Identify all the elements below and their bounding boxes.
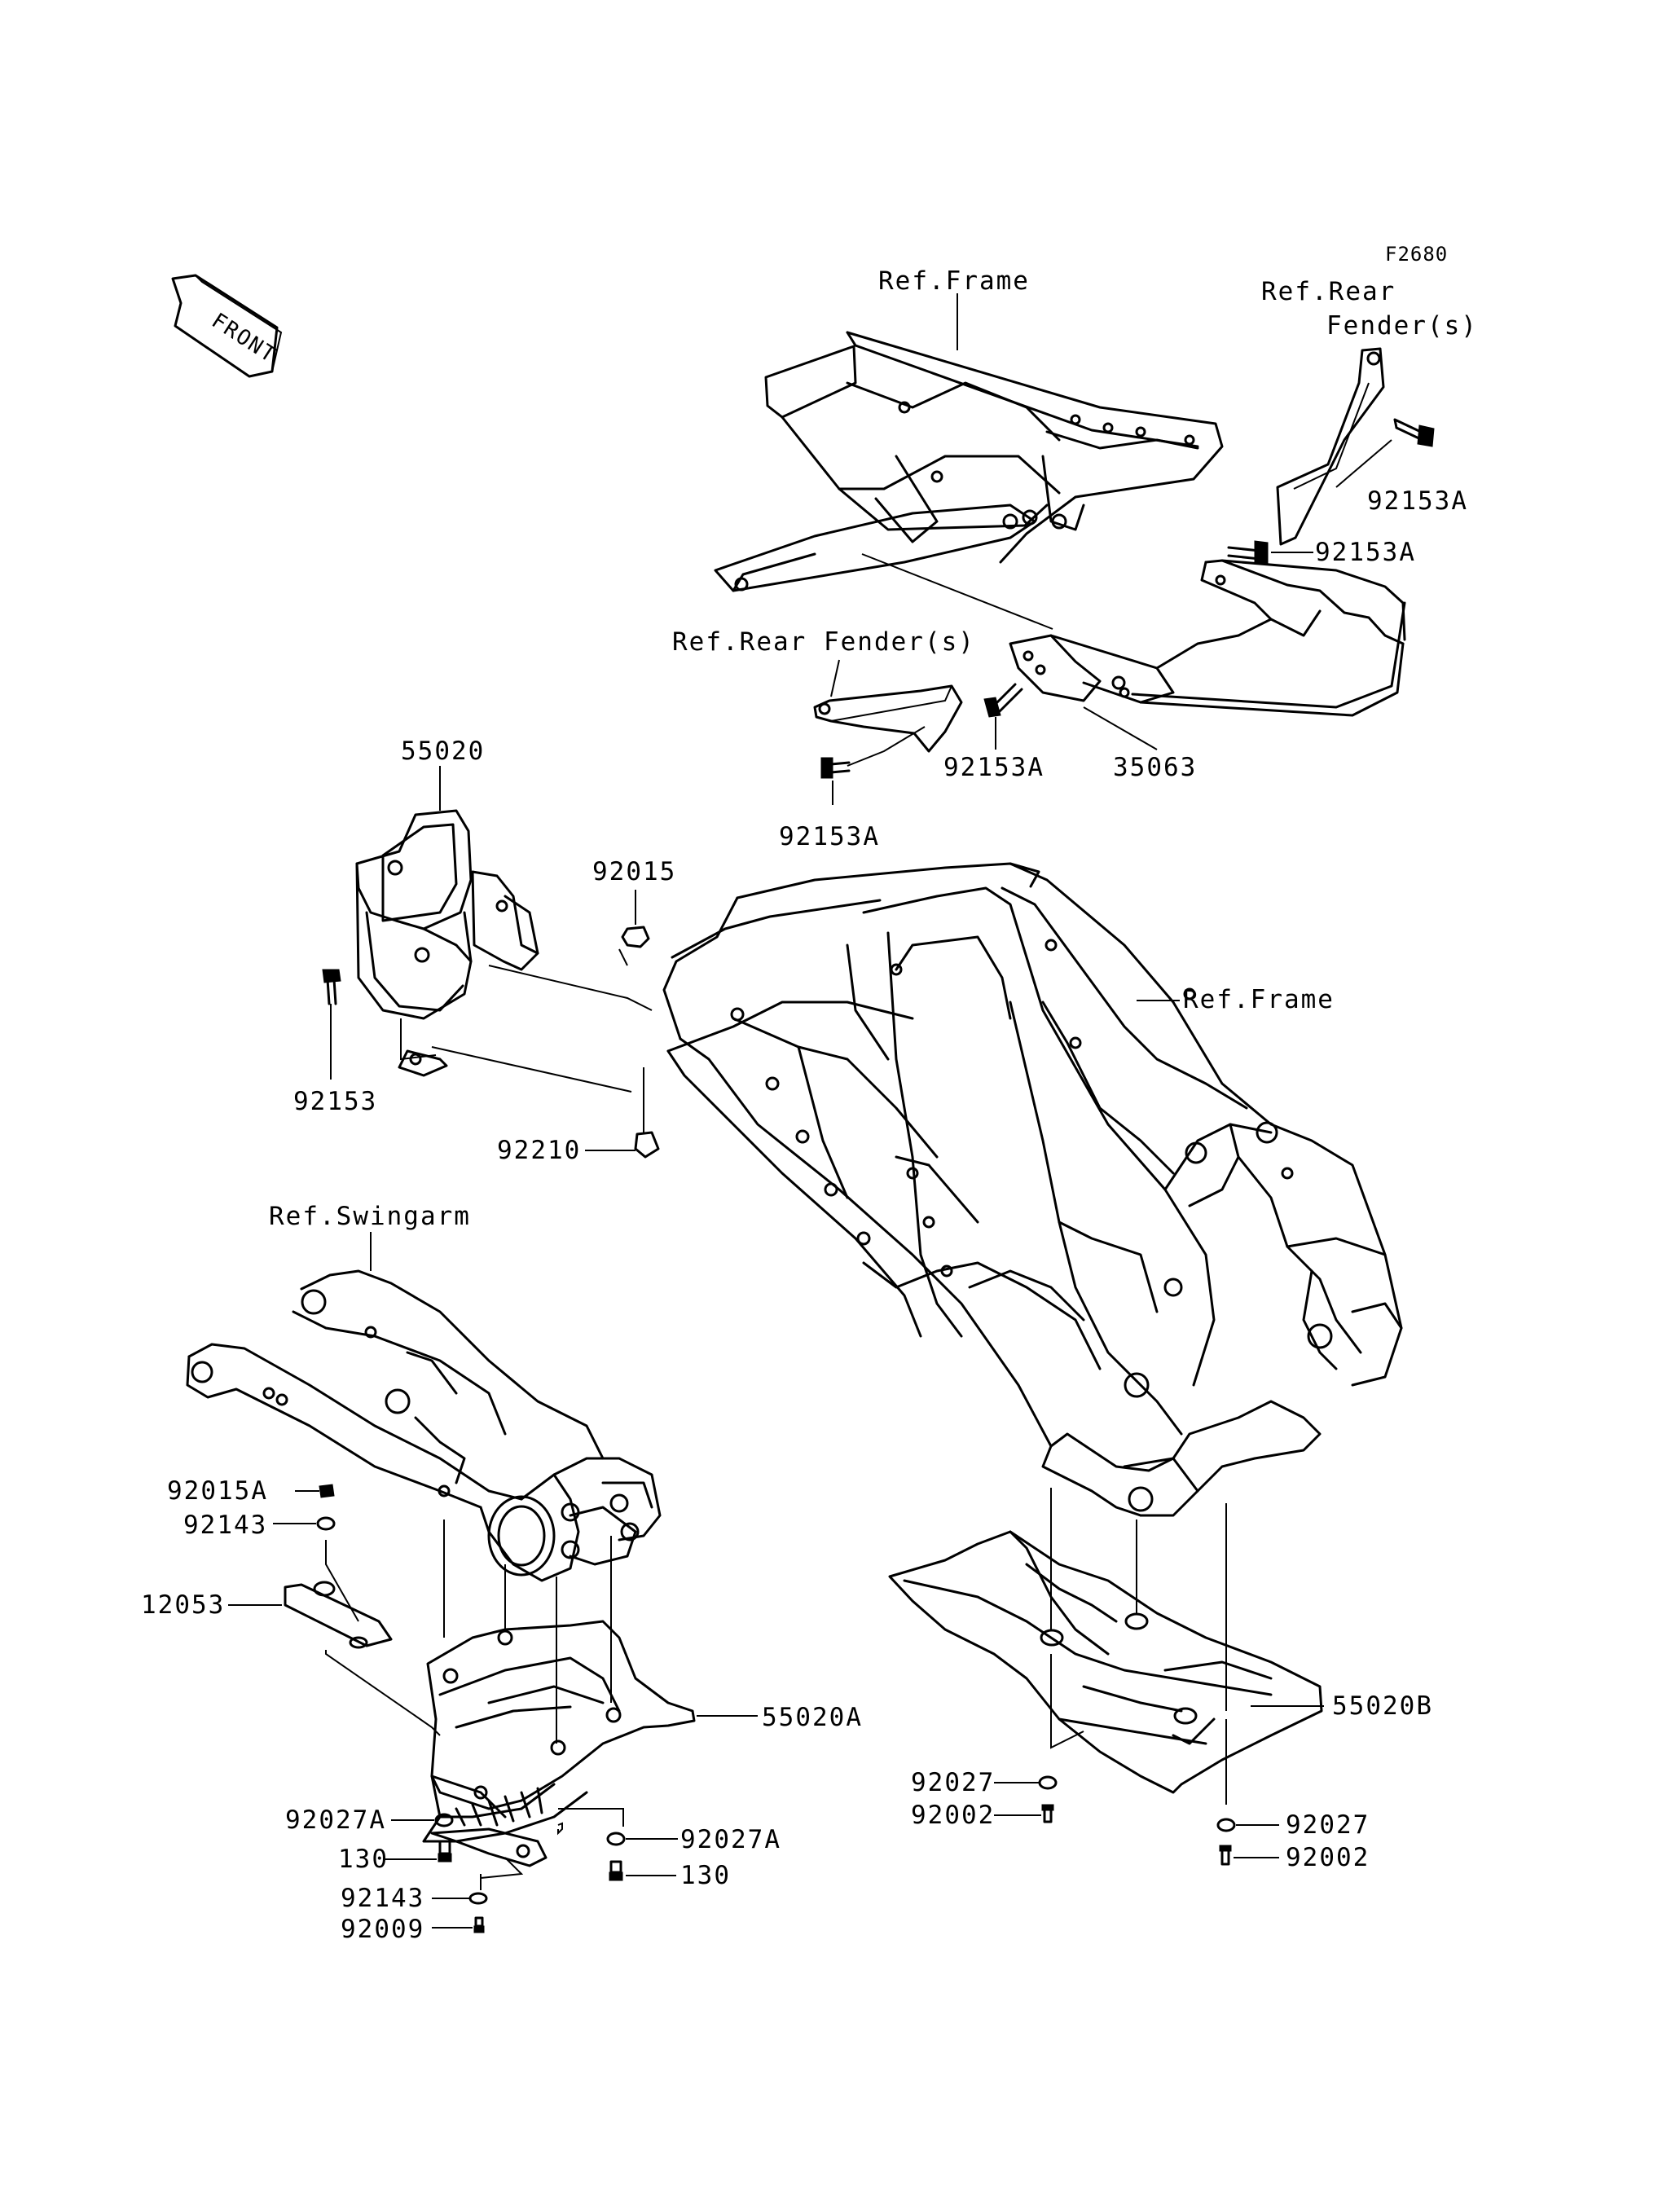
label-92002-2: 92002 [1286, 1843, 1370, 1872]
washer-92027-icon [1038, 1775, 1058, 1790]
label-92002-1: 92002 [911, 1801, 995, 1830]
leader-guard-bolt [400, 1018, 437, 1061]
label-92143-1: 92143 [183, 1511, 267, 1540]
bolt-92153A-icon [983, 683, 1023, 718]
leader-92015-b [618, 948, 628, 966]
leader-skid-5 [558, 1808, 624, 1827]
leader-guard-to-frame-1 [488, 965, 653, 1011]
bolt-92153A-icon [820, 757, 851, 779]
label-92153A-3: 92153A [943, 753, 1045, 782]
ref-frame-main-label: Ref.Frame [1183, 985, 1335, 1014]
label-55020: 55020 [401, 737, 485, 766]
nut-92015-icon [621, 926, 650, 948]
bolt-130-icon [438, 1840, 452, 1863]
bolt-92002-icon [1219, 1845, 1232, 1866]
label-92153A-1: 92153A [1367, 486, 1468, 516]
ref-rear-fender-left-label: Ref.Rear Fender(s) [672, 627, 975, 657]
ref-rear-fender-right-label-line2: Fender(s) [1326, 311, 1478, 341]
grab-bar-35063 [1009, 559, 1406, 717]
nut-92015A-icon [319, 1484, 335, 1498]
leader-92143-1-b [325, 1540, 359, 1622]
label-92210: 92210 [497, 1136, 581, 1165]
washer-92143-icon [316, 1516, 336, 1531]
label-92027A-2: 92027A [680, 1825, 781, 1854]
bolt-130-icon [609, 1860, 623, 1881]
bolt-92002-icon [1041, 1804, 1054, 1823]
label-92009: 92009 [341, 1915, 424, 1944]
label-92153A-2: 92153A [1315, 538, 1416, 567]
leader-12053-b [325, 1650, 441, 1736]
rear-fender-bracket-left [813, 684, 963, 753]
label-130-2: 130 [680, 1861, 731, 1890]
leader-92009-b [480, 1857, 524, 1890]
label-92015: 92015 [592, 857, 676, 886]
bolt-92153-icon [322, 969, 341, 1005]
front-arrow-icon: FRONT [171, 274, 283, 378]
front-label: FRONT [207, 309, 280, 368]
label-92153A-4: 92153A [779, 822, 880, 851]
swingarm [186, 1269, 662, 1582]
figure-code: F2680 [1385, 243, 1448, 266]
leader-skid-6 [557, 1822, 563, 1836]
rear-subframe [714, 331, 1224, 592]
leader-fender-bolt [847, 726, 926, 767]
ref-frame-top-label: Ref.Frame [878, 266, 1030, 296]
skid-plate-55020A [422, 1620, 696, 1867]
leader-frame-to-bracket [861, 553, 1053, 630]
bolt-92153A-icon [1227, 540, 1269, 565]
bracket-12053 [284, 1581, 393, 1649]
label-130-1: 130 [338, 1845, 389, 1874]
leader-guard-to-frame-2 [431, 1046, 632, 1093]
leader-skid-b-1 [1050, 1654, 1084, 1749]
clip-92210-icon [634, 1131, 660, 1159]
skid-plate-55020B [888, 1530, 1323, 1794]
label-92027A-1: 92027A [285, 1805, 386, 1835]
leader-92153A-1 [1335, 439, 1392, 488]
label-92143-2: 92143 [341, 1884, 424, 1913]
label-92015A: 92015A [167, 1476, 268, 1506]
washer-92027A-icon [434, 1813, 454, 1827]
label-55020B: 55020B [1332, 1691, 1433, 1721]
leader-ref-rear-fender-left [830, 659, 840, 697]
bolt-92153A-icon [1393, 418, 1435, 447]
washer-92027A-icon [606, 1832, 626, 1846]
front-guard-55020 [355, 809, 539, 1077]
label-55020A: 55020A [762, 1703, 863, 1732]
bolt-92009-icon [473, 1916, 485, 1933]
ref-swingarm-label: Ref.Swingarm [269, 1202, 471, 1231]
washer-92027-icon [1216, 1818, 1236, 1832]
main-frame [662, 862, 1403, 1517]
label-12053: 12053 [141, 1590, 225, 1620]
label-92027-2: 92027 [1286, 1810, 1370, 1840]
label-92153: 92153 [293, 1087, 377, 1116]
washer-92143-icon [468, 1892, 488, 1905]
label-92027-1: 92027 [911, 1768, 995, 1797]
label-35063: 35063 [1113, 753, 1197, 782]
ref-rear-fender-right-label-line1: Ref.Rear [1261, 277, 1396, 306]
rear-fender-bracket-right [1276, 347, 1385, 546]
leader-35063 [1083, 706, 1158, 750]
